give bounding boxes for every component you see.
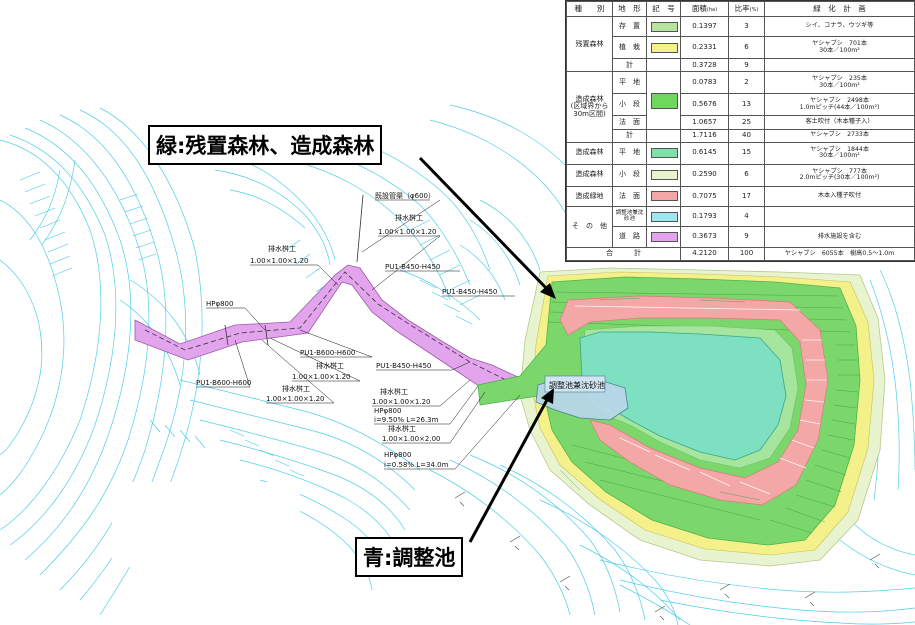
development-site: 調整池兼沈砂池 — [477, 267, 886, 567]
col-terrain: 地 形 — [612, 1, 647, 17]
table-row: 造成緑地 法 面 0.7075 17 木本入種子吹付 — [566, 185, 915, 208]
map-label-hp800-b: HPφ800 — [374, 407, 401, 415]
callout-blue-pond: 青:調整池 — [355, 537, 464, 577]
blank-area — [112, 482, 300, 567]
col-type: 種 別 — [566, 1, 613, 17]
map-label-hp800-c-slope: i=0.58% L=34.0m — [384, 461, 449, 469]
map-label-pond: 調整池兼沈砂池 — [549, 380, 605, 390]
col-ratio: 比率(%) — [728, 1, 765, 17]
table-header-row: 種 別 地 形 記 号 面積(ha) 比率(%) 緑 化 計 画 — [566, 1, 915, 17]
map-label-basin-1: 排水桝工 — [395, 213, 423, 222]
map-label-basin-3: 排水桝工 — [316, 361, 344, 370]
swatch-yellow — [651, 42, 678, 53]
pipe-lines — [144, 194, 519, 387]
map-label-pu-450-c: PU1-B450-H450 — [376, 362, 431, 370]
map-label-basin-4-dim: 1.00×1.00×1.20 — [266, 395, 325, 403]
terrain-hatching — [19, 171, 481, 477]
map-label-basin-6: 排水桝工 — [388, 424, 416, 433]
swatch-cyan — [651, 211, 678, 222]
callout-arrows — [418, 156, 556, 543]
swatch-light-green — [651, 21, 678, 32]
map-label-existing-pipe: 既設管渠（φ600） — [375, 191, 435, 200]
table-row: 残置森林 存 置 0.1397 3 シイ、コナラ、ウツギ等 — [566, 15, 915, 73]
map-label-basin-5: 排水桝工 — [380, 387, 408, 396]
map-annotations: 既設管渠（φ600） 排水桝工 1.00×1.00×1.20 排水桝工 1.00… — [196, 191, 881, 621]
table-row: 造成森林(区域界から30m区間) 平 地 0.0783 2 ヤシャブシ 235本… — [566, 71, 915, 143]
swatch-green — [651, 92, 678, 109]
swatch-pale-green — [651, 170, 678, 181]
table-row: 計 0.3728 9 — [567, 58, 915, 73]
map-label-basin-6-dim: 1.00×1.00×2.00 — [382, 435, 441, 443]
table-row: 法 面 1.0657 25 客土吹付（木本種子入） — [567, 115, 915, 130]
map-label-basin-2-dim: 1.00×1.00×1.20 — [250, 257, 309, 265]
area-ratio-table: 種 別 地 形 記 号 面積(ha) 比率(%) 緑 化 計 画 残置森林 存 … — [565, 0, 915, 262]
table-total-row: 合 計 4.2120 100 ヤシャブシ 6055本 樹高0.5～1.0m — [566, 246, 915, 262]
swatch-mint — [651, 148, 678, 159]
area-table: 種 別 地 形 記 号 面積(ha) 比率(%) 緑 化 計 画 残置森林 存 … — [566, 1, 915, 262]
map-label-basin-5-dim: 1.00×1.00×1.20 — [372, 398, 431, 406]
table-row: そ の 他 調整池兼沈砂池 0.1793 4 — [566, 206, 915, 248]
map-label-pu-600-b: PU1-B600-H600 — [196, 379, 251, 387]
map-label-pu-450-b: PU1-B450-H450 — [442, 288, 497, 296]
map-label-pu-450-a: PU1-B450-H450 — [385, 263, 440, 271]
map-label-pu-600-a: PU1-B600-H600 — [300, 349, 355, 357]
col-symbol: 記 号 — [646, 1, 681, 17]
swatch-violet — [651, 232, 678, 243]
col-plan: 緑 化 計 画 — [764, 1, 915, 17]
map-label-basin-2: 排水桝工 — [268, 244, 296, 253]
table-row: 計 1.7116 40 ヤシャブシ 2733本 — [567, 128, 915, 143]
map-label-hp800-b-slope: i=9.50% L=26.3m — [374, 416, 439, 424]
map-label-basin-4: 排水桝工 — [282, 384, 310, 393]
map-label-hp800-c: HPφ800 — [384, 451, 411, 459]
map-label-basin-1-dim: 1.00×1.00×1.20 — [378, 228, 437, 236]
table-row: 道 路 0.3673 9 排水施設を含む — [567, 226, 915, 248]
col-area: 面積(ha) — [680, 1, 729, 17]
map-label-basin-3-dim: 1.00×1.00×1.20 — [292, 373, 351, 381]
swatch-pink — [651, 191, 678, 202]
callout-green-forest: 緑:残置森林、造成森林 — [148, 125, 383, 165]
map-label-hp800-a: HPφ800 — [206, 300, 233, 308]
